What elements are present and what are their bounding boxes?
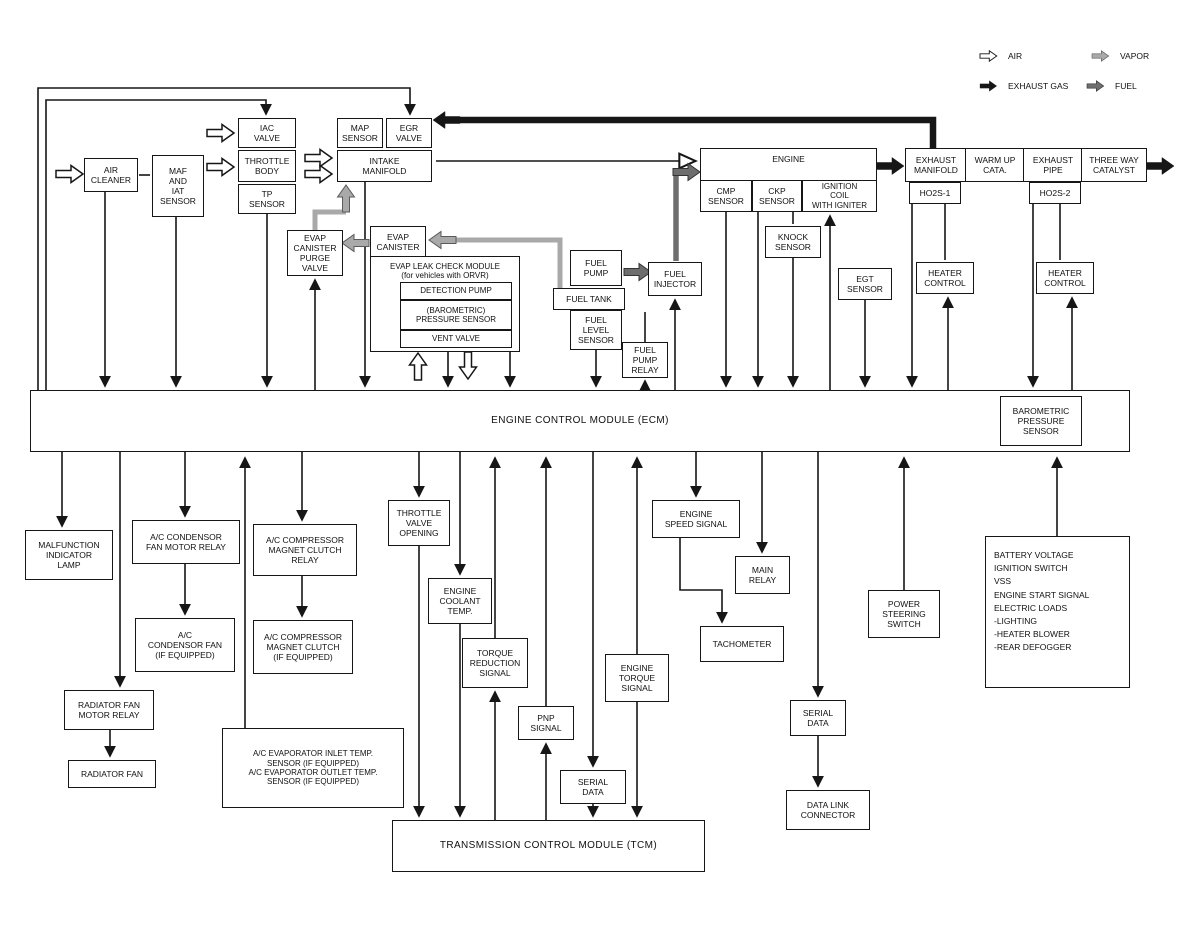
heater-control-2: HEATER CONTROL [1036,262,1094,294]
fuel-pump-relay: FUEL PUMP RELAY [622,342,668,378]
vent-out-arrow [458,351,478,380]
fuel-pump: FUEL PUMP [570,250,622,286]
maf-to-throttle-arrow [206,157,235,177]
iac-valve: IAC VALVE [238,118,296,148]
malfunction-indicator-lamp: MALFUNCTION INDICATOR LAMP [25,530,113,580]
maf-to-iac-arrow [206,123,235,143]
vent-in-arrow [408,352,428,381]
air-arrow-icon [979,50,998,62]
ckp-sensor: CKP SENSOR [752,180,802,212]
exhaust-pipe: EXHAUST PIPE [1023,148,1083,182]
serial-data-tcm: SERIAL DATA [560,770,626,804]
fuel-level-sensor: FUEL LEVEL SENSOR [570,310,622,350]
battery-voltage-loads: BATTERY VOLTAGE IGNITION SWITCH VSS ENGI… [985,536,1130,688]
vent-valve: VENT VALVE [400,330,512,348]
main-relay: MAIN RELAY [735,556,790,594]
legend-air-label: AIR [1008,51,1023,61]
ho2s-2: HO2S-2 [1029,182,1081,204]
warm-up-catalyst: WARM UP CATA. [965,148,1025,182]
throttle-valve-opening: THROTTLE VALVE OPENING [388,500,450,546]
radiator-fan-motor-relay: RADIATOR FAN MOTOR RELAY [64,690,154,730]
engine-to-exhaust-arrow [876,157,905,175]
ecm: ENGINE CONTROL MODULE (ECM) [30,390,1130,452]
detection-pump: DETECTION PUMP [400,282,512,300]
fuel-arrow-icon [1086,80,1105,92]
serial-data-dlc: SERIAL DATA [790,700,846,736]
barometric-pressure-sensor: BAROMETRIC PRESSURE SENSOR [1000,396,1082,446]
intake-manifold: INTAKE MANIFOLD [337,150,432,182]
ac-compressor-magnet-clutch: A/C COMPRESSOR MAGNET CLUTCH (IF EQUIPPE… [253,620,353,674]
egr-valve: EGR VALVE [386,118,432,148]
radiator-fan: RADIATOR FAN [68,760,156,788]
heater-control-1: HEATER CONTROL [916,262,974,294]
throttle-body: THROTTLE BODY [238,150,296,182]
data-link-connector: DATA LINK CONNECTOR [786,790,870,830]
ac-condensor-fan-motor-relay: A/C CONDENSOR FAN MOTOR RELAY [132,520,240,564]
ho2s-1: HO2S-1 [909,182,961,204]
legend-exhaust-gas: EXHAUST GAS [978,78,1069,94]
fuel-injector: FUEL INJECTOR [648,262,702,296]
legend-vapor: VAPOR [1090,48,1150,64]
pnp-signal: PNP SIGNAL [518,706,574,740]
vapor-to-intake-arrow [337,184,355,213]
evap-canister: EVAP CANISTER [370,226,426,258]
throttle-to-intake-arrow-1 [304,148,333,168]
legend-exhaust-gas-label: EXHAUST GAS [1008,81,1069,91]
maf-iat-sensor: MAF AND IAT SENSOR [152,155,204,217]
engine-torque-signal: ENGINE TORQUE SIGNAL [605,654,669,702]
evap-canister-purge-valve: EVAP CANISTER PURGE VALVE [287,230,343,276]
engine-coolant-temp: ENGINE COOLANT TEMP. [428,578,492,624]
throttle-to-intake-arrow-2 [304,164,333,184]
exhaust-gas-arrow-icon [979,80,998,92]
ac-evaporator-temp-sensors: A/C EVAPORATOR INLET TEMP. SENSOR (IF EQ… [222,728,404,808]
ignition-coil-with-igniter: IGNITION COIL WITH IGNITER [802,180,877,212]
vapor-arrow-icon [1091,50,1110,62]
ac-condensor-fan: A/C CONDENSOR FAN (IF EQUIPPED) [135,618,235,672]
air-cleaner: AIR CLEANER [84,158,138,192]
map-sensor: MAP SENSOR [337,118,383,148]
cmp-sensor: CMP SENSOR [700,180,752,212]
power-steering-switch: POWER STEERING SWITCH [868,590,940,638]
exhaust-manifold: EXHAUST MANIFOLD [905,148,967,182]
egt-sensor: EGT SENSOR [838,268,892,300]
tank-to-canister-arrow [428,231,457,249]
egr-exhaust-arrow [432,111,461,129]
ac-compressor-magnet-clutch-relay: A/C COMPRESSOR MAGNET CLUTCH RELAY [253,524,357,576]
legend-air: AIR [978,48,1023,64]
tachometer: TACHOMETER [700,626,784,662]
legend-fuel: FUEL [1085,78,1137,94]
air-inlet-arrow [55,164,84,184]
tp-sensor: TP SENSOR [238,184,296,214]
engine-speed-signal: ENGINE SPEED SIGNAL [652,500,740,538]
pump-to-injector-arrow [623,263,652,281]
legend-fuel-label: FUEL [1115,81,1137,91]
module-pressure-sensor: (BAROMETRIC) PRESSURE SENSOR [400,300,512,330]
fuel-tank: FUEL TANK [553,288,625,310]
legend-vapor-label: VAPOR [1120,51,1150,61]
tailpipe-out-arrow [1146,157,1175,175]
three-way-catalyst: THREE WAY CATALYST [1081,148,1147,182]
tcm: TRANSMISSION CONTROL MODULE (TCM) [392,820,705,872]
torque-reduction-signal: TORQUE REDUCTION SIGNAL [462,638,528,688]
knock-sensor: KNOCK SENSOR [765,226,821,258]
